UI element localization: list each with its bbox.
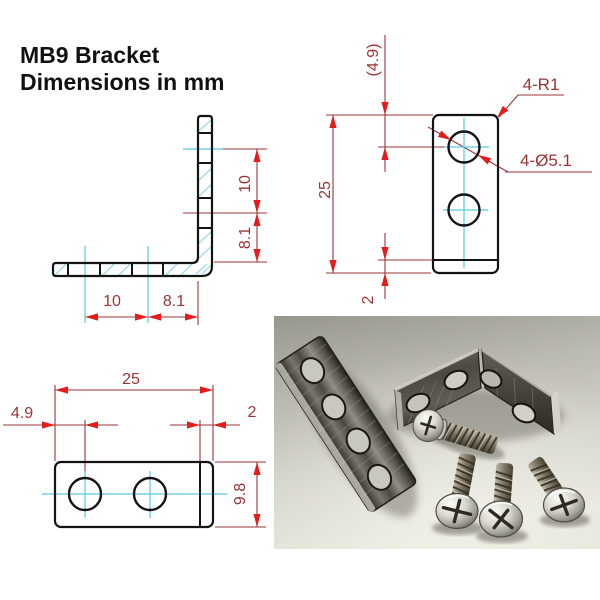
side-dim-vertical-lower: 8.1 (237, 227, 254, 249)
flat-bracket-holes (299, 357, 393, 491)
phillips-cross-icon (550, 493, 578, 517)
title-line-2: Dimensions in mm (20, 69, 225, 95)
title-line-1: MB9 Bracket (20, 42, 160, 68)
screw-photo (435, 453, 479, 530)
top-view: 25 4.9 2 9.8 (3, 371, 266, 529)
head-glint (440, 494, 470, 504)
right-end-face (551, 390, 561, 434)
front-view-hole-bottom (447, 193, 481, 227)
thread-highlights (443, 423, 488, 451)
side-view: 10 8.1 10 8.1 (51, 114, 267, 325)
top-view-extension-lines (3, 385, 266, 528)
front-view-plate (431, 113, 500, 275)
phillips-cross-icon (488, 508, 514, 530)
edge-highlight (275, 362, 376, 512)
side-dim-horizontal-right: 8.1 (163, 293, 185, 310)
head-glint (483, 501, 513, 512)
front-dim-hole-offset: (4.9) (365, 44, 382, 77)
screw-photo (528, 457, 586, 523)
thread-lines (440, 422, 498, 454)
left-end-face (395, 390, 404, 432)
front-label-hole-diameter: 4-Ø5.1 (520, 151, 572, 170)
side-view-segment-lines (67, 132, 212, 276)
side-view-outline (51, 114, 214, 278)
front-label-corner-radius: 4-R1 (523, 75, 560, 94)
side-view-hatching (54, 119, 213, 276)
top-dim-thickness: 2 (248, 404, 257, 421)
front-view-arrows (329, 102, 509, 286)
top-view-hole-left (67, 476, 103, 512)
top-dim-hole-offset: 4.9 (11, 405, 33, 422)
top-view-plate (53, 460, 215, 529)
l-bracket-photo (394, 348, 561, 436)
top-dim-width: 9.8 (232, 483, 249, 505)
side-dim-vertical-upper: 10 (237, 175, 254, 193)
head-glint (548, 489, 576, 498)
apex-edge-highlight (394, 348, 479, 392)
side-dim-horizontal-left: 10 (103, 293, 121, 310)
screw-photo (478, 462, 524, 538)
top-dim-length: 25 (122, 371, 140, 388)
front-dim-thickness: 2 (360, 295, 377, 304)
front-view-hole-top (447, 130, 481, 164)
l-bracket-holes (405, 369, 537, 424)
phillips-cross-icon (420, 415, 437, 436)
top-view-hole-right (132, 476, 168, 512)
flat-bracket-photo (275, 336, 417, 512)
product-photo (274, 316, 600, 549)
screw-shaft (493, 462, 514, 508)
front-dim-length: 25 (317, 181, 334, 199)
screw-photo (412, 409, 498, 454)
phillips-cross-icon (441, 498, 473, 524)
page-title: MB9 Bracket Dimensions in mm (20, 42, 224, 96)
side-view-centerlines (84, 148, 223, 323)
front-view: 25 (4.9) 2 4-R1 4-Ø5.1 (317, 35, 592, 304)
